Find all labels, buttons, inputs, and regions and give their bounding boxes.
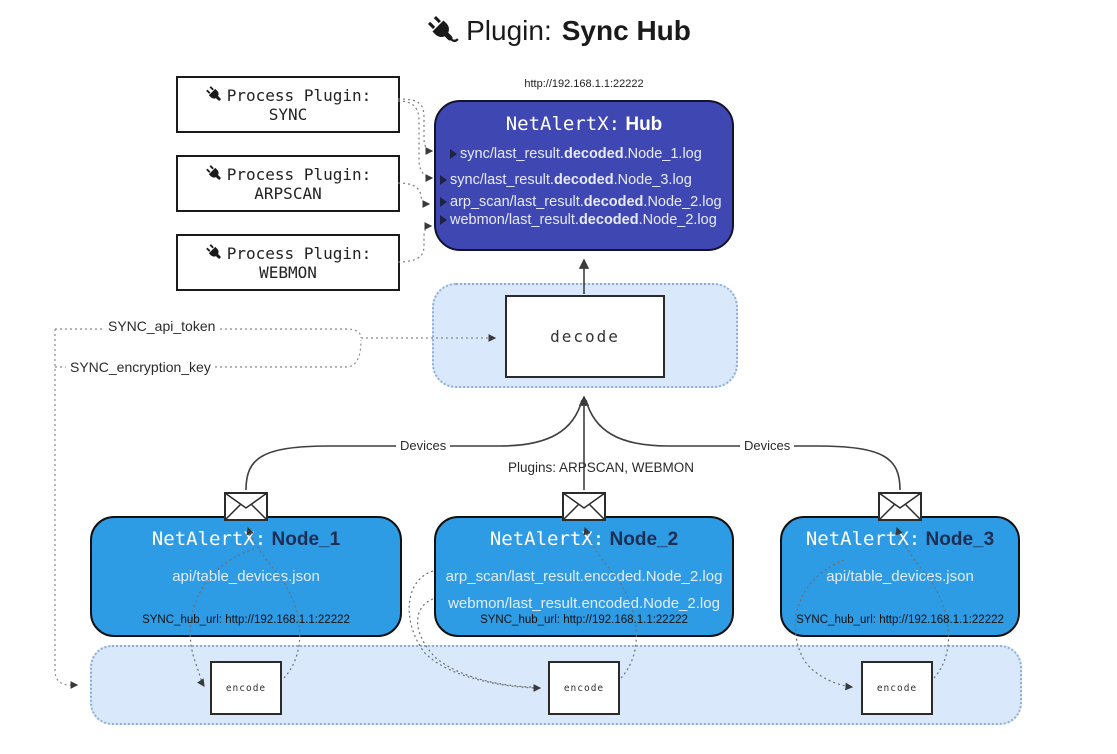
line-arrow-icon [440, 215, 447, 225]
hub-title-name: Hub [625, 114, 663, 135]
process-plugin-label: Process Plugin: [226, 85, 372, 105]
hub-log-line: arp_scan/last_result.decoded.Node_2.log [436, 193, 732, 211]
node-hub-url: SYNC_hub_url: http://192.168.1.1:22222 [796, 614, 1004, 626]
plug-icon [428, 15, 459, 42]
encode-box: encode [548, 661, 620, 715]
node-2-box: NetAlertX: Node_2 arp_scan/last_result.e… [434, 516, 734, 637]
plug-icon [205, 86, 221, 101]
sync-api-token-label: SYNC_api_token [104, 318, 220, 334]
process-plugin-sync: Process Plugin: SYNC [176, 76, 400, 133]
decode-label: decode [550, 327, 620, 346]
devices-left-label: Devices [396, 438, 451, 453]
node-file-line: api/table_devices.json [172, 568, 320, 585]
dotted-arpscan-to-line3 [397, 182, 431, 208]
plug-icon [205, 244, 221, 259]
line-arrow-icon [450, 149, 457, 159]
node-title-prefix: NetAlertX: [151, 528, 267, 550]
title-prefix: Plugin: [466, 15, 552, 46]
node-3-box: NetAlertX: Node_3 api/table_devices.json… [780, 516, 1020, 637]
node-hub-url: SYNC_hub_url: http://192.168.1.1:22222 [480, 614, 688, 626]
node-file-line: arp_scan/last_result.encoded.Node_2.log [445, 568, 723, 585]
hub-log-line: webmon/last_result.decoded.Node_2.log [436, 211, 732, 229]
decode-box: decode [505, 295, 665, 378]
hub-box: NetAlertX: Hub sync/last_result.decoded.… [434, 100, 734, 251]
devices-right-label: Devices [740, 438, 795, 453]
node-title-name: Node_2 [609, 529, 679, 550]
line-arrow-icon [440, 175, 447, 185]
envelope-icon [562, 492, 606, 521]
hub-log-line: sync/last_result.decoded.Node_3.log [436, 171, 732, 189]
node-title-prefix: NetAlertX: [489, 528, 605, 550]
hub-log-line: sync/last_result.decoded.Node_1.log [446, 145, 732, 163]
line-arrow-icon [440, 197, 447, 207]
process-plugin-label: Process Plugin: [226, 164, 372, 184]
dotted-sync-to-line1 [397, 98, 434, 155]
encode-box: encode [210, 661, 282, 715]
process-plugin-name: ARPSCAN [254, 184, 322, 203]
node-file-line: api/table_devices.json [826, 568, 974, 585]
node-title-name: Node_3 [925, 529, 995, 550]
node-file-line: webmon/last_result.encoded.Node_2.log [448, 595, 720, 612]
plug-icon [205, 165, 221, 180]
node-title-name: Node_1 [271, 529, 341, 550]
process-plugin-webmon: Process Plugin: WEBMON [176, 234, 400, 291]
dotted-webmon-to-line4 [397, 222, 433, 263]
node-hub-url: SYNC_hub_url: http://192.168.1.1:22222 [142, 614, 350, 626]
node-1-box: NetAlertX: Node_1 api/table_devices.json… [90, 516, 402, 637]
hub-title-prefix: NetAlertX: [505, 113, 621, 135]
plugins-middle-label: Plugins: ARPSCAN, WEBMON [508, 460, 695, 475]
dotted-sync-to-line2 [397, 100, 434, 182]
process-plugin-name: WEBMON [259, 263, 317, 282]
dotted-secrets-to-band [54, 329, 79, 689]
sync-encryption-key-label: SYNC_encryption_key [66, 359, 215, 375]
process-plugin-label: Process Plugin: [226, 243, 372, 263]
title-name: Sync Hub [561, 15, 691, 46]
hub-url: http://192.168.1.1:22222 [524, 78, 644, 90]
node-title-prefix: NetAlertX: [805, 528, 921, 550]
process-plugin-name: SYNC [268, 105, 308, 124]
process-plugin-arpscan: Process Plugin: ARPSCAN [176, 155, 400, 212]
envelope-icon [224, 492, 268, 521]
page-title: Plugin: Sync Hub [0, 14, 1117, 48]
encode-box: encode [861, 661, 933, 715]
envelope-icon [878, 492, 922, 521]
